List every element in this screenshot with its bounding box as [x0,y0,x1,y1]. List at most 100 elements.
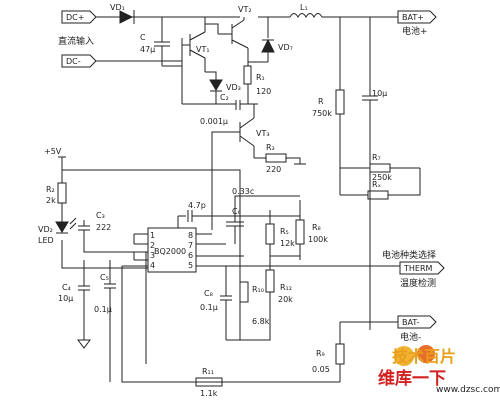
r1-label: R₁ [256,73,265,82]
r9-resistor [335,343,345,365]
r11-resistor [195,377,223,387]
pin-7: 7 [188,241,193,250]
vt3-label: VT₃ [256,129,270,138]
r5-label: R₅ [280,227,289,236]
c-10u-capacitor [362,95,378,101]
dc-minus-terminal: DC- [61,54,97,68]
vd3-diode [209,79,223,92]
r9-value: 0.05 [312,365,330,374]
rx-resistor [367,190,389,200]
r7-rx-wires [340,167,421,196]
c4-value: 10μ [58,294,73,303]
bat-minus-label: BAT- [402,318,419,327]
output-divider-wires [339,17,371,330]
r11-label: R₁₁ [202,367,214,376]
c4-capacitor [78,260,90,340]
vt2-label: VT₂ [238,5,252,14]
battery-minus-label: 电池- [400,331,421,343]
l1-label: L₁ [300,3,308,12]
vt2-transistor [218,17,249,62]
r8-value: 100k [308,235,328,244]
r2-resistor [57,182,67,204]
c3-capacitor [78,220,148,253]
vd1-diode [119,10,140,24]
r10-value: 6.8k [252,317,270,326]
temp-detect-label: 温度检测 [400,277,436,289]
vt3-transistor [239,104,255,158]
rx-label: Rₓ [372,180,382,189]
c5-value: 0.1μ [94,305,112,314]
r3-label: R₃ [266,143,275,152]
r3-value: 220 [266,165,281,174]
bat-minus-terminal: BAT- [397,315,437,329]
r-750k-value: 750k [312,109,332,118]
r5-value: 12k [280,239,295,248]
r7-value: 250k [372,173,392,182]
c-47u [154,17,170,66]
c6-top-value: 0.33c [232,187,254,196]
supply-label: +5V [44,147,62,156]
c7-value: 4.7p [188,201,206,210]
battery-plus-label: 电池+ [402,25,428,37]
r11-value: 1.1k [200,389,218,398]
r2-label: R₂ [46,185,55,194]
vd7-label: VD₇ [278,43,293,52]
vt3-base-wire [211,131,240,230]
r10-resistor [239,281,249,303]
pin-3: 3 [150,251,155,260]
vt1-vt2-link [205,23,219,34]
r-750k-label: R [318,97,324,106]
ground-symbol [77,339,91,349]
c8-capacitor [220,266,232,340]
r9-label: R₉ [316,349,325,358]
battery-type-select-label: 电池种类选择 [382,249,436,261]
pin-1: 1 [150,231,155,240]
bq2000-ic [147,227,197,273]
c6-label: C₆ [232,207,241,216]
dc-input-label: 直流输入 [58,35,94,47]
pin-4: 4 [150,261,155,270]
vd3-label: VD₃ [226,83,241,92]
r5-resistor [265,223,275,245]
r8-resistor [295,219,305,245]
therm-terminal: THERM [399,261,445,275]
r7-label: R₇ [372,153,381,162]
c-10u-label: 10μ [372,89,387,98]
c2-capacitor [182,100,258,110]
watermark-site: www.dzsc.com [436,385,500,395]
r7-resistor [369,163,391,173]
vd2-led [55,217,77,234]
c3-label: C₃ [96,211,105,220]
vd1-label: VD₁ [110,3,125,12]
r8-label: R₈ [312,223,321,232]
c8-label: C₈ [204,289,213,298]
pin-2: 2 [150,241,155,250]
dc-plus-label: DC+ [66,13,84,22]
c5-capacitor [104,260,116,382]
ic-pin-wires [122,233,244,267]
bat-minus-wires [339,321,398,382]
bat-plus-label: BAT+ [402,13,424,22]
therm-label: THERM [403,264,433,273]
c-value: 47μ [140,45,155,54]
c5-label: C₅ [100,273,109,282]
c3-value: 222 [96,223,111,232]
r10-label: R₁₀ [252,285,264,294]
watermark-line2: 维库一下 [378,368,446,389]
ic-label: BQ2000 [154,247,186,256]
bat-plus-terminal: BAT+ [397,10,437,24]
vt1-label: VT₁ [196,45,210,54]
pin-5: 5 [188,261,193,270]
r3-resistor [265,153,287,163]
c4-label: C₄ [62,283,71,292]
vd2-label: VD₂ [38,225,53,234]
dc-minus-label: DC- [66,57,81,66]
vd3-wires [205,71,217,104]
r1-value: 120 [256,87,271,96]
c2-value: 0.001μ [200,117,228,126]
r3-wires [254,157,301,164]
dc-plus-terminal: DC+ [61,10,97,24]
c6-capacitor [226,195,300,244]
